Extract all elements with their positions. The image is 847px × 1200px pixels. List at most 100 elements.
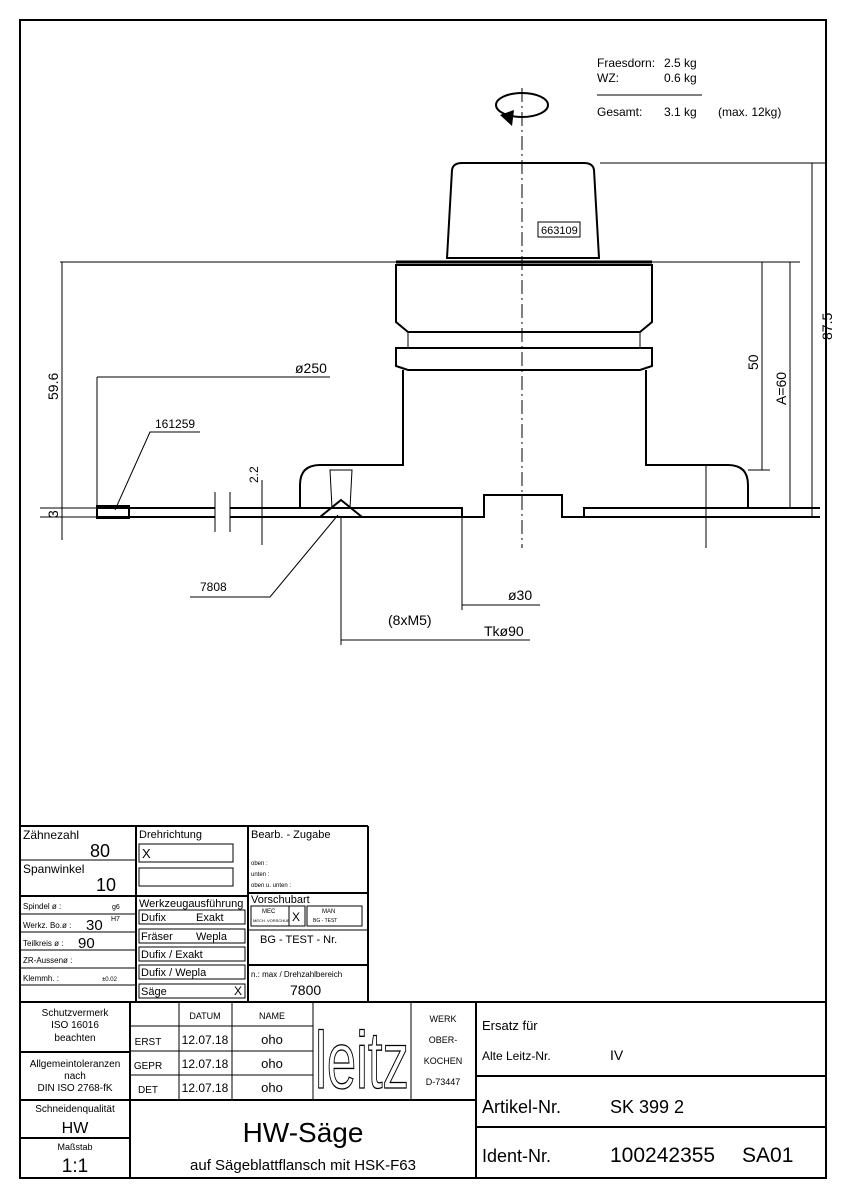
schneid-value: HW (62, 1120, 90, 1137)
gesamt-label: Gesamt: (597, 105, 642, 119)
option-fraeser: Fräser (141, 931, 173, 943)
option-dufix-wepla: Dufix / Wepla (141, 967, 207, 979)
zaehnezahl-value: 80 (90, 841, 110, 861)
article-block: Ersatz für Alte Leitz-Nr. IV Artikel-Nr.… (482, 1018, 793, 1167)
option-dufix-exakt: Dufix / Exakt (141, 949, 203, 961)
bearb-label: Bearb. - Zugabe (251, 829, 331, 841)
dim-total-height: 87.5 (819, 313, 835, 340)
ident-label: Ident-Nr. (482, 1146, 551, 1166)
werkzeug-label: Werkzeugausführung (139, 898, 243, 910)
title-block-lines (20, 825, 826, 1178)
drehrichtung-x: X (142, 846, 151, 861)
ident-value: 100242355 (610, 1144, 715, 1167)
max-weight: (max. 12kg) (718, 105, 781, 119)
werk-kochen: KOCHEN (424, 1056, 463, 1066)
screw-id: 7808 (200, 580, 227, 594)
sheet-border (19, 19, 827, 1179)
werk-plz: D-73447 (426, 1077, 461, 1087)
row-role: DET (138, 1085, 158, 1096)
fraesdorn-label: Fraesdorn: (597, 56, 655, 70)
option-dufix: Dufix (141, 912, 167, 924)
werk-ober: OBER- (429, 1035, 458, 1045)
spanwinkel-value: 10 (96, 875, 116, 895)
fraesdorn-value: 2.5 kg (664, 56, 697, 70)
schutz-iso: ISO 16016 (51, 1020, 99, 1031)
ident-suffix: SA01 (742, 1144, 793, 1167)
werkz-bo-tol: H7 (111, 916, 120, 923)
werk-label: WERK (430, 1014, 457, 1024)
saege-x: X (234, 984, 242, 998)
spindel-label: Spindel ø : (23, 902, 61, 911)
spanwinkel-label: Spanwinkel (23, 862, 84, 876)
screw-spec: (8xM5) (388, 612, 432, 628)
mec-label: MEC (262, 909, 276, 915)
dim-diameter-250: ø250 (295, 360, 327, 376)
title-block: Schutzvermerk ISO 16016 beachten Allgeme… (30, 1008, 463, 1177)
teilkreis-label: Teilkreis ø : (23, 939, 63, 948)
blade-id: 161259 (155, 417, 195, 431)
row-date: 12.07.18 (182, 1057, 229, 1071)
dim-59-6: 59.6 (45, 373, 61, 400)
drehzahl-value: 7800 (290, 982, 321, 998)
mech-label: MECH. VORSCHUB (253, 918, 290, 923)
artikel-label: Artikel-Nr. (482, 1097, 561, 1117)
row-date: 12.07.18 (182, 1033, 229, 1047)
holder-id: 663109 (541, 225, 578, 237)
specs-block: Zähnezahl 80 Spanwinkel 10 Spindel ø : g… (23, 828, 363, 999)
main-title: HW-Säge (243, 1117, 364, 1148)
row-name: oho (261, 1080, 283, 1095)
saw-blade (96, 492, 820, 532)
option-wepla: Wepla (196, 931, 228, 943)
massstab-value: 1:1 (62, 1156, 88, 1177)
klemmh-label: Klemmh. : (23, 974, 59, 983)
alte-nr-label: Alte Leitz-Nr. (482, 1049, 551, 1063)
allg-din: DIN ISO 2768-fK (37, 1083, 112, 1094)
weights-block: Fraesdorn: 2.5 kg WZ: 0.6 kg Gesamt: 3.1… (597, 56, 781, 119)
option-exakt: Exakt (196, 912, 224, 924)
oben-unten-label: oben u. unten : (251, 883, 291, 889)
gesamt-value: 3.1 kg (664, 105, 697, 119)
leitz-logo: leitz (315, 1016, 409, 1106)
werkz-bo-value: 30 (86, 917, 103, 934)
row-name: oho (261, 1056, 283, 1071)
vorschubart-label: Vorschubart (251, 894, 310, 906)
werkz-bo-label: Werkz. Bo.ø : (23, 921, 71, 930)
man-label: MAN (322, 909, 335, 915)
schutz-beachten: beachten (54, 1033, 95, 1044)
unten-label: unten : (251, 872, 270, 878)
vorschub-x: X (292, 910, 300, 924)
dimensions: 87.5 A=60 50 59.6 3 ø250 161259 2.2 7808… (40, 162, 835, 645)
name-header: NAME (259, 1011, 285, 1021)
oben-label: oben : (251, 861, 268, 867)
klemmh-tol: ±0.02 (102, 977, 118, 983)
dim-a: A=60 (773, 372, 789, 405)
option-saege: Säge (141, 986, 167, 998)
allg-nach: nach (64, 1071, 86, 1082)
allg-label: Allgemeintoleranzen (30, 1059, 121, 1070)
schneid-label: Schneidenqualität (35, 1104, 115, 1115)
zaehnezahl-label: Zähnezahl (23, 828, 79, 842)
dim-bore-30: ø30 (508, 587, 532, 603)
artikel-value: SK 399 2 (610, 1097, 684, 1117)
zr-label: ZR-Aussenø : (23, 956, 72, 965)
drehzahl-label: n.: max / Drehzahlbereich (251, 970, 342, 979)
alte-nr-value: IV (610, 1047, 624, 1063)
dim-50: 50 (745, 354, 761, 370)
wz-label: WZ: (597, 71, 619, 85)
row-role: ERST (135, 1037, 162, 1048)
drehrichtung-label: Drehrichtung (139, 829, 202, 841)
spindel-tol: g6 (112, 904, 120, 911)
dim-2-2: 2.2 (247, 466, 261, 483)
massstab-label: Maßstab (57, 1142, 92, 1152)
row-date: 12.07.18 (182, 1081, 229, 1095)
ersatz-label: Ersatz für (482, 1018, 538, 1033)
subtitle: auf Sägeblattflansch mit HSK-F63 (190, 1157, 416, 1174)
schutz-label: Schutzvermerk (42, 1008, 110, 1019)
row-name: oho (261, 1032, 283, 1047)
bg-test-label: BG - TEST - Nr. (260, 934, 337, 946)
dim-pitch-circle: Tkø90 (484, 623, 524, 639)
dim-3: 3 (45, 510, 61, 518)
row-role: GEPR (134, 1061, 162, 1072)
